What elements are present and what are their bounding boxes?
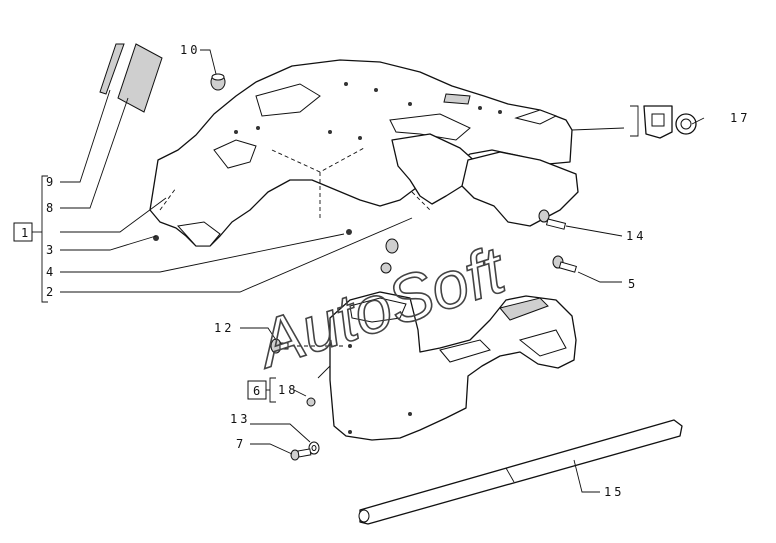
callout-1: 1 <box>21 226 31 240</box>
upper-dashboard-housing <box>149 59 573 247</box>
part-18-screw <box>306 397 316 407</box>
leader-lines <box>60 49 705 493</box>
part-14-screw <box>538 209 567 230</box>
callout-15: 15 <box>604 485 624 499</box>
callout-8: 8 <box>46 201 56 215</box>
callout-13: 13 <box>230 412 250 426</box>
part-13-washer <box>308 441 320 455</box>
callout-labels: 1 2 3 4 5 6 7 8 9 10 12 13 14 15 17 18 <box>21 43 750 499</box>
assembly-lines <box>159 147 431 347</box>
part-12-plug <box>270 338 289 354</box>
callout-5: 5 <box>628 277 638 291</box>
part-7-bolt <box>290 448 312 461</box>
callout-6: 6 <box>253 384 263 398</box>
spacer <box>380 238 399 274</box>
callout-17: 17 <box>730 111 750 125</box>
bracket-17-group <box>630 105 639 137</box>
callout-14: 14 <box>626 229 646 243</box>
callout-2: 2 <box>46 285 56 299</box>
part-9-strip <box>99 43 125 95</box>
part-17-clip <box>643 105 697 139</box>
callout-3: 3 <box>46 243 56 257</box>
callout-18: 18 <box>278 383 298 397</box>
part-10-grommet <box>210 73 226 91</box>
lower-console <box>329 291 577 441</box>
part-5-bolt <box>552 255 577 273</box>
callout-4: 4 <box>46 265 56 279</box>
bracket-6-group <box>247 377 276 403</box>
callout-12: 12 <box>214 321 234 335</box>
callout-9: 9 <box>46 175 56 189</box>
callout-7: 7 <box>236 437 246 451</box>
bracket-1-group <box>13 175 48 303</box>
callout-10: 10 <box>180 43 200 57</box>
part-8-pad <box>117 43 163 113</box>
part-15-trim-strip <box>358 419 683 525</box>
